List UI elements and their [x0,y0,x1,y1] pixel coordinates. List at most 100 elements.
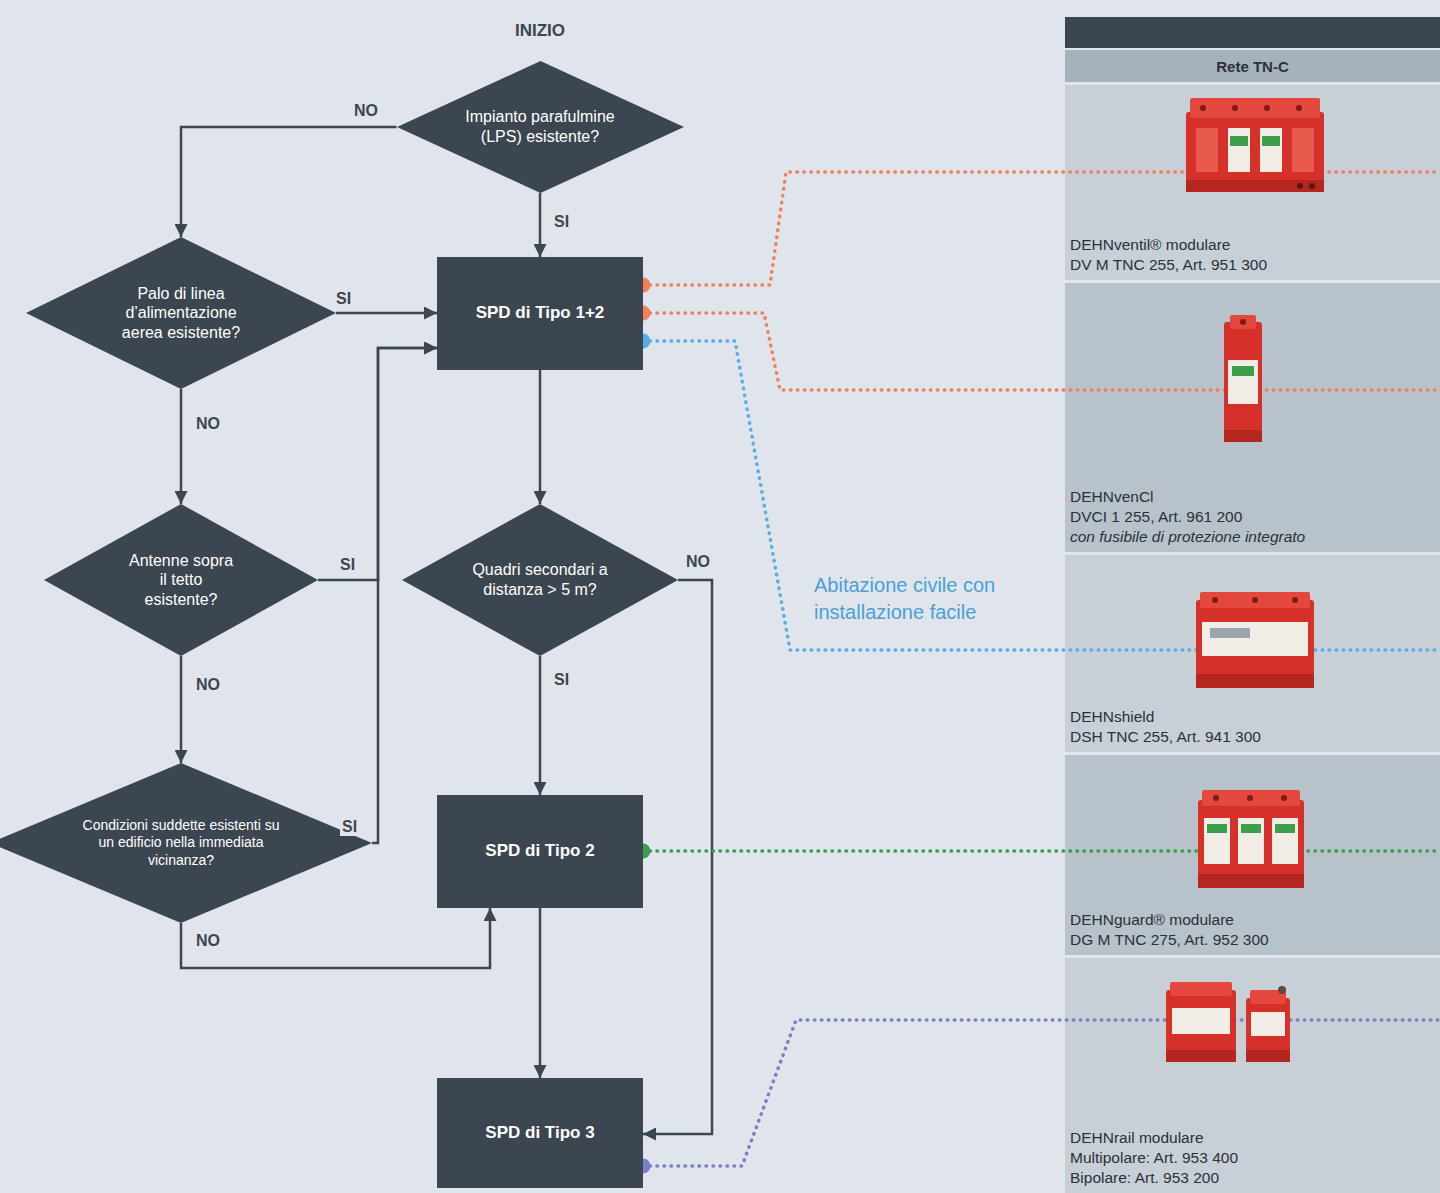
illustration-part [1186,180,1324,192]
diamond-outline [402,504,678,656]
illustration-part [1246,998,1290,1062]
illustration-part [1275,824,1295,833]
product-name: DEHNventil® modulare [1070,235,1267,255]
dehnrail-devices [1166,982,1290,1062]
illustration-part [1200,592,1310,608]
illustration-part [1247,795,1253,801]
node-text-group: Antenne sopra il tetto esistente? [125,551,237,610]
illustration-part [1196,128,1218,172]
product-text-group: DEHNshieldDSH TNC 255, Art. 941 300 [1070,707,1261,747]
illustration-part [1252,597,1258,603]
process-box: SPD di Tipo 2 [437,795,643,908]
illustration-part [1196,674,1314,688]
decision-text: Condizioni suddette esistenti su un edif… [79,817,284,868]
flow-arrow [643,580,712,1134]
decision-diamond: Antenne sopra il tetto esistente? [44,504,318,656]
dehnshield-device [1196,592,1314,688]
product-detail: DV M TNC 255, Art. 951 300 [1070,255,1267,275]
flow-arrow [539,370,542,504]
illustration-part [1262,136,1280,146]
illustration-part [1204,818,1230,864]
product-detail: DVCI 1 255, Art. 961 200 [1070,507,1305,527]
illustration-part [1246,1050,1290,1062]
illustration-part [1272,818,1298,864]
decision-diamond: Impianto parafulmine (LPS) esistente? [397,61,684,193]
illustration-part [1281,795,1287,801]
decision-text: Antenne sopra il tetto esistente? [125,551,237,610]
dotted-link [643,313,1440,390]
illustration-part [1241,824,1261,833]
flow-arrow [181,127,397,237]
illustration-part [1230,315,1256,329]
illustration-part [1212,597,1218,603]
branch-label: NO [684,552,712,571]
illustration-part [1278,986,1286,994]
product-cell: DEHNventil® modulareDV M TNC 255, Art. 9… [1065,85,1440,280]
flow-arrow [539,193,542,257]
product-name: DEHNrail modulare [1070,1128,1238,1148]
illustration-part [1202,790,1300,806]
process-box: SPD di Tipo 1+2 [437,257,643,370]
branch-label: SI [552,670,571,689]
illustration-part [1240,319,1246,325]
product-text-group: DEHNventil® modulareDV M TNC 255, Art. 9… [1070,235,1267,275]
header-bar [1065,17,1440,48]
header-text-group: Rete TN-C [1216,58,1289,75]
illustration-part [1210,628,1250,638]
dehnventil-device [1186,98,1324,192]
dehnvencl-device [1224,315,1262,442]
illustration-part [1296,105,1302,111]
diamond-outline [397,61,684,193]
cell-ground [1065,958,1440,1193]
illustration-part [1166,990,1236,1062]
column-title: Rete TN-C [1216,58,1289,75]
illustration-part [1251,1012,1285,1036]
connector-note: Abitazione civile con installazione faci… [812,572,1051,626]
column-header: Rete TN-C [1065,50,1440,82]
product-name: DEHNshield [1070,707,1261,727]
product-detail: con fusibile di protezione integrato [1070,527,1305,547]
illustration-part [1309,183,1315,189]
process-label: SPD di Tipo 1+2 [476,303,605,324]
illustration-part [1260,128,1282,172]
illustration-part [1213,795,1219,801]
node-text-group: Quadri secondari a distanza > 5 m? [470,560,610,599]
product-text-group: DEHNrail modulareMultipolare: Art. 953 4… [1070,1128,1238,1188]
flow-arrow [180,389,183,504]
node-text-group: Impianto parafulmine (LPS) esistente? [465,107,615,146]
illustration-part [1196,600,1314,688]
illustration-part [1228,128,1250,172]
branch-label: NO [194,675,222,694]
decision-text: Palo di linea d’alimentazione aerea esis… [111,284,251,343]
illustration-part [1207,824,1227,833]
decision-text: Impianto parafulmine (LPS) esistente? [465,107,615,146]
illustration-part [1186,112,1324,190]
decision-diamond: Condizioni suddette esistenti su un edif… [0,763,372,923]
branch-label: NO [194,414,222,433]
branch-label: SI [552,212,571,231]
illustration-part [1232,366,1254,376]
diamond-shape [397,61,684,193]
branch-label: SI [338,555,357,574]
illustration-part [1230,136,1248,146]
flow-arrow [539,656,542,795]
cell-ground [1065,283,1440,552]
illustration-part [1172,1008,1230,1034]
decision-text: Quadri secondari a distanza > 5 m? [470,560,610,599]
branch-label: SI [334,289,353,308]
product-text-group: DEHNvenClDVCI 1 255, Art. 961 200con fus… [1070,487,1305,547]
node-text-group: Condizioni suddette esistenti su un edif… [79,817,284,868]
flow-arrow [336,312,437,315]
diamond-shape [26,237,336,389]
illustration-part [1228,360,1258,404]
illustration-part [1224,322,1262,442]
product-detail: DG M TNC 275, Art. 952 300 [1070,930,1269,950]
node-text-group: Palo di linea d’alimentazione aerea esis… [111,284,251,343]
dehnguard-device [1198,790,1304,888]
dotted-link [643,1020,1440,1166]
product-detail: Multipolare: Art. 953 400 [1070,1148,1238,1168]
product-cell: DEHNshieldDSH TNC 255, Art. 941 300 [1065,555,1440,752]
product-cell: DEHNguard® modulareDG M TNC 275, Art. 95… [1065,755,1440,955]
product-detail: Bipolare: Art. 953 200 [1070,1168,1238,1188]
process-label: SPD di Tipo 3 [485,1123,594,1144]
